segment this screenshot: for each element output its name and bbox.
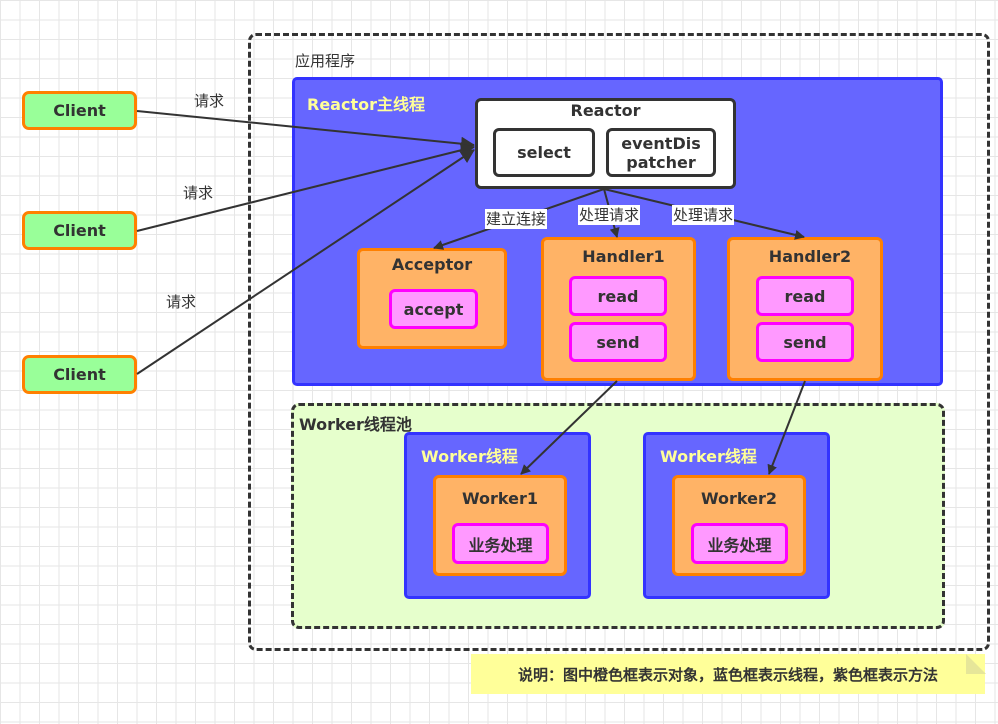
edge-label-handle-request-2: 处理请求 <box>672 205 735 225</box>
legend-note: 说明：图中橙色框表示对象，蓝色框表示线程，紫色框表示方法 <box>471 654 985 694</box>
worker-thread-2-label: Worker线程 <box>660 447 757 466</box>
select-method[interactable]: select <box>493 128 595 177</box>
handler1-title: Handler1 <box>582 247 665 266</box>
edge-label-client3: 请求 <box>166 293 197 311</box>
edge-label-establish-connection: 建立连接 <box>485 209 548 229</box>
edge-label-client1: 请求 <box>194 92 225 110</box>
edge-label-handle-request-1: 处理请求 <box>578 205 641 225</box>
handler1-send-method[interactable]: send <box>569 322 667 362</box>
event-dispatcher-line1: eventDis <box>621 133 701 153</box>
worker2-business-method[interactable]: 业务处理 <box>691 523 788 564</box>
worker-thread-1-label: Worker线程 <box>421 447 518 466</box>
accept-method[interactable]: accept <box>389 289 478 329</box>
application-label: 应用程序 <box>295 52 356 70</box>
handler2-read-method[interactable]: read <box>756 276 854 316</box>
event-dispatcher-line2: patcher <box>626 152 696 172</box>
handler2-title: Handler2 <box>768 247 852 266</box>
note-fold-icon <box>966 654 986 674</box>
worker1-business-method[interactable]: 业务处理 <box>452 523 549 564</box>
worker-pool-label: Worker线程池 <box>299 415 412 434</box>
reactor-title: Reactor <box>570 101 641 120</box>
reactor-thread-label: Reactor主线程 <box>307 95 425 114</box>
client-3[interactable]: Client <box>22 355 137 394</box>
handler1-read-method[interactable]: read <box>569 276 667 316</box>
acceptor-title: Acceptor <box>391 255 473 274</box>
worker2-title: Worker2 <box>700 489 778 508</box>
event-dispatcher[interactable]: eventDis patcher <box>606 128 716 177</box>
handler2-send-method[interactable]: send <box>756 322 854 362</box>
worker1-title: Worker1 <box>461 489 539 508</box>
client-1[interactable]: Client <box>22 91 137 130</box>
client-2[interactable]: Client <box>22 211 137 250</box>
edge-label-client2: 请求 <box>183 184 214 202</box>
worker-pool-container <box>291 403 945 629</box>
